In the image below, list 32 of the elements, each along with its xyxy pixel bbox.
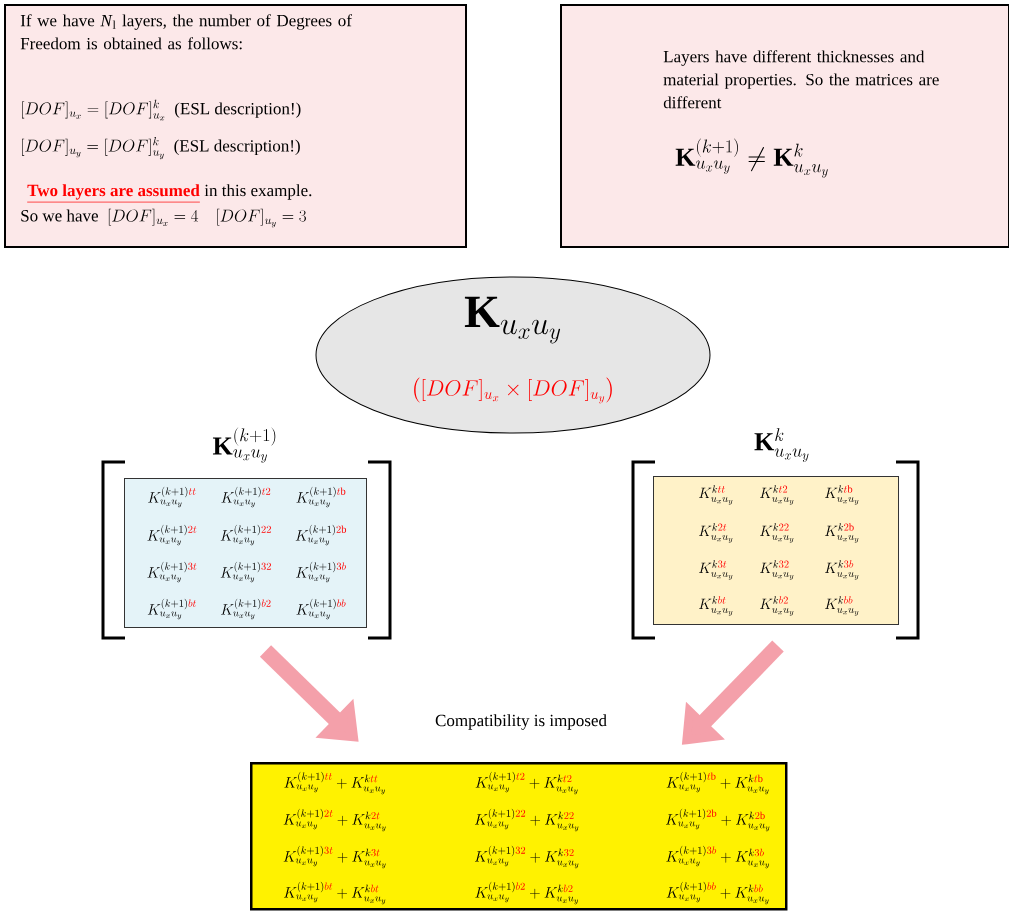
node-label: $K_{u_xu_y}^{k\textcolor{red}{3t}}$ xyxy=(698,560,733,580)
node-label: $K_{u_xu_y}^{(k+1)\textcolor{red}{32}}$ xyxy=(220,561,271,583)
node-label: $K_{u_xu_y}^{(k+1)\textcolor{red}{3t}}$ xyxy=(147,561,197,583)
node-label: $K_{u_xu_y}^{k\textcolor{red}{32}}$ xyxy=(759,560,794,580)
node-label: $K_{u_xu_y}^{(k+1)\textcolor{red}{2\mathrm{b}}}$ xyxy=(295,524,347,546)
node-label: $K_{u_xu_y}^{k\textcolor{red}{t\mathrm{b}}}$ xyxy=(824,485,859,505)
node-label: $K_{u_xu_y}^{k\textcolor{red}{3b}}$ xyxy=(824,560,859,580)
node-label: $K_{u_xu_y}^{k\textcolor{red}{t2}}$ xyxy=(759,485,794,505)
node-label: $K_{u_xu_y}^{(k+1)\textcolor{red}{t2}}$ xyxy=(221,486,271,508)
matrix-box: $K_{u_xu_y}^{(k+1)\textcolor{red}{tt}}$ $K_{u_xu_y}^{(k+1)\textcolor{red}{t2}}$ $K_{u_xu_y}^{(k+1)\textcolor{red}{t\mathrm{b}}}$ $K_{u_xu_y}^{(k+1)\textcolor{red}{2t}}$ $K_{u_xu_y}^{(k+1)\textcolor{red}{22}}$ $K_{u_xu_y}^{(k+1)\textcolor{red}{2\mathrm{b}}}$ $K_{u_xu_y}^{(k+1)\textcolor{red}{3t}}$ $K_{u_xu_y}^{(k+1)\textcolor{red}{32}}$ $K_{u_xu_y}^{(k+1)\textcolor{red}{3b}}$ $K_{u_xu_y}^{(k+1)\textcolor{red}{bt}}$ $K_{u_xu_y}^{(k+1)\textcolor{red}{b2}}$ $K_{u_xu_y}^{(k+1)\textcolor{red}{bb}}$ xyxy=(124,478,367,628)
node-label: $K_{u_xu_y}^{k\textcolor{red}{bt}}$ xyxy=(698,596,733,616)
node-label: $K_{u_xu_y}^{(k+1)\textcolor{red}{bb}}$ xyxy=(296,598,346,620)
node-label: $K_{u_xu_y}^{(k+1)\textcolor{red}{t\mathrm{b}}}$ xyxy=(296,486,346,508)
note-text: Compatibility is imposed xyxy=(435,714,607,730)
node-label: $K_{u_xu_y}^{(k+1)\textcolor{red}{b2}}$ xyxy=(221,598,271,620)
node-label: $K_{u_xu_y}^{k\textcolor{red}{2t}}$ xyxy=(698,523,733,543)
matrix-box: $K_{u_xu_y}^{(k+1)\textcolor{red}{tt}} + K_{u_xu_y}^{k\textcolor{red}{tt}}$ $K_{u_xu_y}^{(k+1)\textcolor{red}{t2}} + K_{u_xu_y}^{k\textcolor{red}{t2}}$ $K_{u_xu_y}^{(k+1)\textcolor{red}{t\mathrm{b}}} + K_{u_xu_y}^{k\textcolor{red}{t\mathrm{b}}}$ $K_{u_xu_y}^{(k+1)\textcolor{red}{2t}} + K_{u_xu_y}^{k\textcolor{red}{2t}}$ $K_{u_xu_y}^{(k+1)\textcolor{red}{22}} + K_{u_xu_y}^{k\textcolor{red}{22}}$ $K_{u_xu_y}^{(k+1)\textcolor{red}{2\mathrm{b}}} + K_{u_xu_y}^{k\textcolor{red}{2\mathrm{b}}}$ $K_{u_xu_y}^{(k+1)\textcolor{red}{3t}} + K_{u_xu_y}^{k\textcolor{red}{3t}}$ $K_{u_xu_y}^{(k+1)\textcolor{red}{32}} + K_{u_xu_y}^{k\textcolor{red}{32}}$ $K_{u_xu_y}^{(k+1)\textcolor{red}{3b}} + K_{u_xu_y}^{k\textcolor{red}{3b}}$ $K_{u_xu_y}^{(k+1)\textcolor{red}{bt}} + K_{u_xu_y}^{k\textcolor{red}{bt}}$ $K_{u_xu_y}^{(k+1)\textcolor{red}{b2}} + K_{u_xu_y}^{k\textcolor{red}{b2}}$ $K_{u_xu_y}^{(k+1)\textcolor{red}{bb}} + K_{u_xu_y}^{k\textcolor{red}{bb}}$ xyxy=(250,762,788,911)
matrix-heading: $\mathbf{K}_{u_xu_y}^{k}$ xyxy=(754,428,809,462)
matrix-box: $K_{u_xu_y}^{k\textcolor{red}{tt}}$ $K_{u_xu_y}^{k\textcolor{red}{t2}}$ $K_{u_xu_y}^{k\textcolor{red}{t\mathrm{b}}}$ $K_{u_xu_y}^{k\textcolor{red}{2t}}$ $K_{u_xu_y}^{k\textcolor{red}{22}}$ $K_{u_xu_y}^{k\textcolor{red}{2\mathrm{b}}}$ $K_{u_xu_y}^{k\textcolor{red}{3t}}$ $K_{u_xu_y}^{k\textcolor{red}{32}}$ $K_{u_xu_y}^{k\textcolor{red}{3b}}$ $K_{u_xu_y}^{k\textcolor{red}{bt}}$ $K_{u_xu_y}^{k\textcolor{red}{b2}}$ $K_{u_xu_y}^{k\textcolor{red}{bb}}$ xyxy=(653,476,899,625)
matrix-heading: $\mathbf{K}_{u_xu_y}^{(k+1)}$ xyxy=(212,427,276,463)
node-label: $K_{u_xu_y}^{k\textcolor{red}{2\mathrm{b}}}$ xyxy=(824,523,859,543)
node-label: $K_{u_xu_y}^{(k+1)\textcolor{red}{22}}$ xyxy=(220,524,271,546)
node-label: $K_{u_xu_y}^{(k+1)\textcolor{red}{bt}}$ xyxy=(147,598,197,620)
node-label: $K_{u_xu_y}^{(k+1)\textcolor{red}{2t}}$ xyxy=(147,524,197,546)
node-label: $K_{u_xu_y}^{k\textcolor{red}{bb}}$ xyxy=(824,596,859,616)
node-label: $K_{u_xu_y}^{k\textcolor{red}{b2}}$ xyxy=(759,596,794,616)
node-label: $K_{u_xu_y}^{k\textcolor{red}{22}}$ xyxy=(759,523,794,543)
node-label: $K_{u_xu_y}^{(k+1)\textcolor{red}{3b}}$ xyxy=(296,561,346,583)
node-label: $K_{u_xu_y}^{(k+1)\textcolor{red}{tt}}$ xyxy=(148,486,196,508)
text-box: If we have N$_{l}$ layers, the number of Degrees of Freedom is obtained as follows: $[DOF]_{u_x} = [DOF]_{u_x}^{k}\ \ \text{(ESL description!)}$ $[DOF]_{u_y} = [DOF]_{u_y}^{k}\ \ \text{(ESL description!)}$ Two layers are assumed in this example. $\text{So we have }\ [DOF]_{u_x} = 4\quad [DOF]_{u_y} = 3$ xyxy=(4,4,467,248)
node-label: $K_{u_xu_y}^{k\textcolor{red}{tt}}$ xyxy=(698,485,733,505)
text-box: Layers have different thicknesses and material properties. So the matrices are different $\mathbf{K}_{u_xu_y}^{(k+1)} \neq \mathbf{K}_{u_xu_y}^{k}$ xyxy=(560,4,1009,248)
